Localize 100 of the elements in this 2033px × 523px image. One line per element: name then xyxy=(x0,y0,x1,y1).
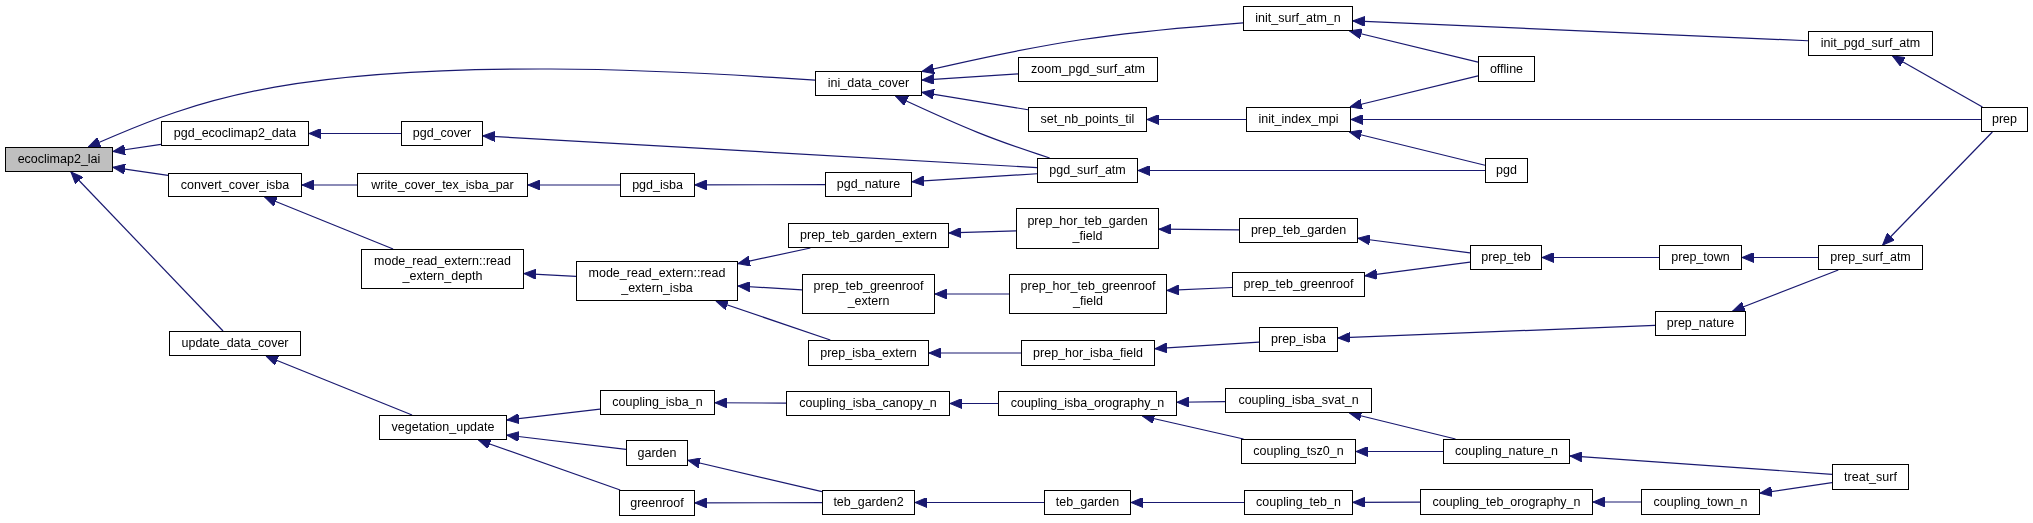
function-box xyxy=(1655,311,1746,336)
arrow xyxy=(934,288,1010,300)
function-box xyxy=(1808,31,1933,56)
function-name: prep_isba xyxy=(1271,332,1326,347)
function-box xyxy=(401,121,483,146)
function-name: prep_nature xyxy=(1666,316,1735,331)
arrow xyxy=(1130,497,1245,508)
arrow xyxy=(914,497,1045,508)
function-box xyxy=(815,71,922,96)
arrow xyxy=(1350,114,1982,125)
function-box xyxy=(1259,327,1338,352)
arrow xyxy=(687,457,823,493)
arrow xyxy=(694,497,823,509)
function-box xyxy=(600,390,715,415)
arrow xyxy=(1137,165,1486,176)
function-box xyxy=(626,440,688,466)
arrow xyxy=(921,73,1019,85)
function-name: pgd_nature xyxy=(836,177,901,192)
function-name: coupling_tsz0_n xyxy=(1253,444,1344,459)
arrow xyxy=(301,179,358,191)
function-name: coupling_teb_n xyxy=(1256,495,1341,510)
function-name: ecoclimap2_lai xyxy=(17,152,101,167)
function-box xyxy=(1225,388,1372,413)
arrow xyxy=(1891,55,1984,108)
function-name: teb_garden xyxy=(1055,495,1120,510)
function-name: update_data_cover xyxy=(181,336,289,351)
function-name: zoom_pgd_surf_atm xyxy=(1031,62,1145,77)
function-name: coupling_teb_orography_n xyxy=(1432,494,1581,510)
function-box xyxy=(1659,245,1742,270)
arrow xyxy=(477,438,621,491)
function-name: coupling_town_n xyxy=(1653,494,1748,510)
function-box xyxy=(1018,57,1158,82)
arrow xyxy=(737,247,811,267)
function-name: coupling_isba_canopy_n xyxy=(799,396,937,411)
function-name: prep_teb_garden_extern xyxy=(800,228,937,243)
function-name: init_index_mpi xyxy=(1258,112,1339,127)
arrow xyxy=(894,95,1051,159)
function-box xyxy=(619,490,695,516)
function-box xyxy=(1478,56,1535,82)
function-box xyxy=(998,391,1177,416)
function-box xyxy=(825,172,912,197)
arrow xyxy=(1146,114,1247,125)
function-box xyxy=(788,223,949,248)
function-box xyxy=(1832,464,1909,490)
function-box xyxy=(1470,245,1542,270)
arrow xyxy=(1592,496,1642,508)
function-name: coupling_nature_n xyxy=(1455,444,1558,459)
function-name: prep_teb_greenroof xyxy=(1243,277,1354,292)
function-name: vegetation_update xyxy=(391,420,495,435)
function-box xyxy=(169,331,301,356)
function-name: pgd_cover xyxy=(412,126,472,141)
function-name: prep_teb xyxy=(1481,250,1531,265)
function-name: prep_teb_garden xyxy=(1250,223,1347,238)
function-box xyxy=(786,391,950,416)
function-name: teb_garden2 xyxy=(833,495,904,510)
arrow xyxy=(911,173,1038,187)
function-box xyxy=(1009,274,1167,314)
function-box xyxy=(361,249,524,289)
function-name: coupling_isba_svat_n xyxy=(1238,393,1359,408)
function-name: prep_hor_teb_greenroof _field xyxy=(1019,279,1157,309)
highlighted-function-box xyxy=(5,147,113,172)
function-name: prep xyxy=(1992,112,2017,127)
function-box xyxy=(379,415,507,440)
arrow xyxy=(1154,341,1260,354)
function-name: convert_cover_isba xyxy=(180,177,290,193)
function-box xyxy=(1246,107,1351,132)
arrow xyxy=(1355,446,1444,457)
function-box xyxy=(1044,490,1131,515)
function-name: coupling_isba_orography_n xyxy=(1010,396,1165,411)
arrow xyxy=(506,408,601,425)
arrow xyxy=(714,397,787,409)
function-box xyxy=(168,173,302,197)
function-name: prep_hor_teb_garden _field xyxy=(1026,213,1149,244)
function-box xyxy=(808,340,929,366)
arrow xyxy=(921,22,1244,75)
function-name: mode_read_extern::read _extern_isba xyxy=(587,266,727,296)
function-name: write_cover_tex_isba_par xyxy=(371,177,514,193)
function-box xyxy=(1641,489,1760,515)
function-box xyxy=(1016,208,1159,249)
function-box xyxy=(576,261,738,301)
function-box xyxy=(357,173,528,197)
arrow xyxy=(87,68,816,148)
function-box xyxy=(1232,272,1365,297)
function-box xyxy=(802,274,935,314)
arrow xyxy=(1732,269,1839,312)
arrow xyxy=(921,88,1029,111)
arrow xyxy=(1158,223,1240,235)
function-name: set_nb_points_til xyxy=(1040,112,1135,127)
arrow xyxy=(1357,234,1471,254)
function-box xyxy=(1243,6,1353,31)
function-box xyxy=(1037,158,1138,183)
arrow xyxy=(1741,252,1819,263)
arrow xyxy=(1882,131,1993,246)
arrow xyxy=(1349,75,1479,110)
function-box xyxy=(1818,245,1923,270)
arrow xyxy=(523,268,577,280)
function-name: prep_surf_atm xyxy=(1830,250,1911,265)
function-box xyxy=(161,121,309,146)
arrow xyxy=(112,163,169,176)
arrow xyxy=(1348,129,1486,166)
